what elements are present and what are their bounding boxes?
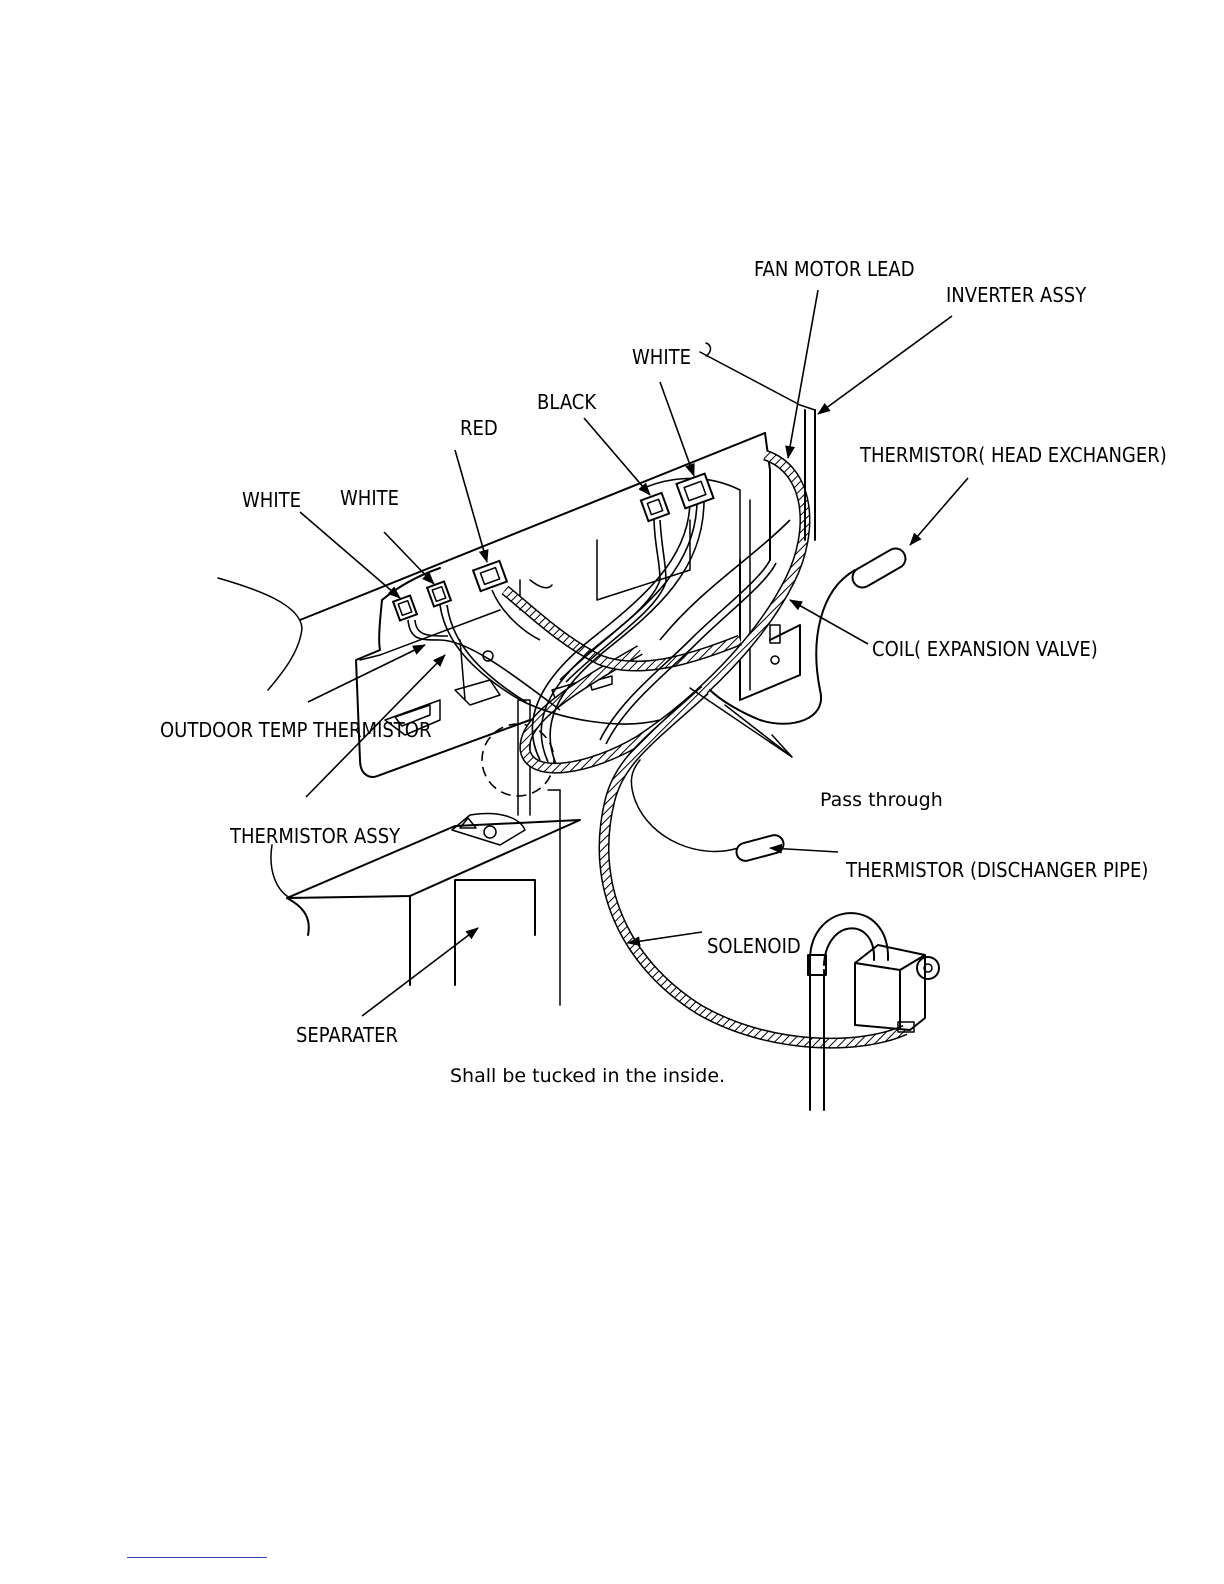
label-coil-expansion-valve: COIL( EXPANSION VALVE) [872,637,1098,661]
label-white-top: WHITE [632,345,691,369]
label-thermistor-discharge-pipe: THERMISTOR (DISCHANGER PIPE) [845,858,1148,882]
connector-white-left-2 [427,582,451,607]
connector-red [473,561,507,591]
label-fan-motor-lead: FAN MOTOR LEAD [754,257,915,281]
label-separater: SEPARATER [296,1023,398,1047]
label-white-left-2: WHITE [340,486,399,510]
label-thermistor-head-exchanger: THERMISTOR( HEAD EXCHANGER) [859,443,1167,467]
connector-black [641,493,669,521]
footer-rule [127,1557,267,1558]
label-thermistor-assy: THERMISTOR ASSY [229,824,401,848]
sheathed-bundles [505,455,905,1043]
label-outdoor-temp-thermistor: OUTDOOR TEMP THERMISTOR [160,718,431,742]
labels: FAN MOTOR LEAD INVERTER ASSY WHITE BLACK… [160,257,1167,1087]
thermistor-probes [734,545,909,863]
note-tucked-inside: Shall be tucked in the inside. [450,1065,725,1087]
label-black: BLACK [537,390,597,414]
label-red: RED [460,416,498,440]
label-pass-through: Pass through [820,789,943,811]
head-exchanger-probe [849,545,909,591]
connectors [393,474,713,621]
control-panel [218,343,800,777]
connector-white-left-1 [393,596,417,621]
label-solenoid: SOLENOID [707,934,801,958]
label-inverter-assy: INVERTER ASSY [946,283,1087,307]
label-white-left-1: WHITE [242,488,301,512]
solenoid-valve [808,913,939,1110]
